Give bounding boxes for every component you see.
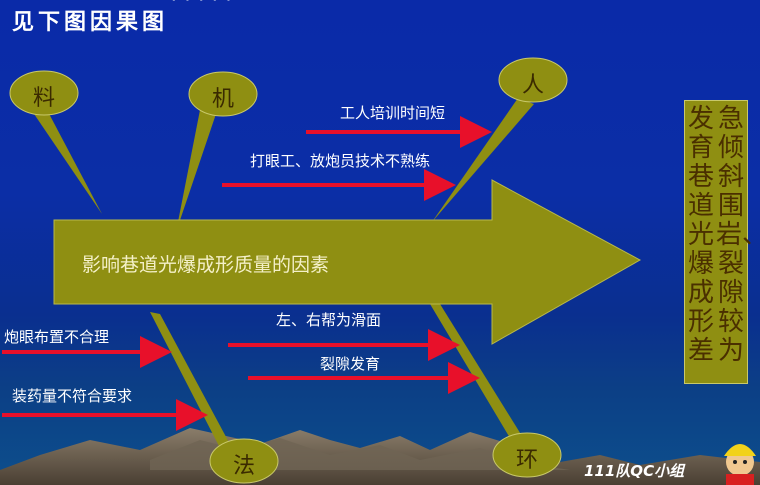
result-box: 急倾斜围岩、裂隙较为 发育巷道光爆成形差 xyxy=(684,100,760,384)
result-text-right: 急倾斜围岩、裂隙较为 xyxy=(716,104,760,366)
main-arrow-label: 影响巷道光爆成形质量的因素 xyxy=(82,254,330,276)
node-material: 料 xyxy=(33,86,56,111)
cause-env-2: 裂隙发育 xyxy=(320,355,381,373)
header-top-partial: ····· xyxy=(170,0,238,12)
node-person: 人 xyxy=(522,73,545,98)
node-method: 法 xyxy=(233,454,256,479)
worker-mascot-icon xyxy=(724,444,756,485)
node-person-oval xyxy=(498,57,568,103)
cause-person-1: 工人培训时间短 xyxy=(340,104,446,122)
cause-env-1: 左、右帮为滑面 xyxy=(276,311,382,329)
node-method-oval xyxy=(209,438,279,484)
node-environment: 环 xyxy=(516,448,539,473)
bone-person xyxy=(432,98,534,222)
page-title: 见下图因果图 xyxy=(12,9,169,35)
bone-material xyxy=(30,108,102,214)
node-material-oval xyxy=(9,70,79,116)
result-text-left: 发育巷道光爆成形差 xyxy=(687,104,714,366)
team-label: 111队QC小组 xyxy=(584,462,685,480)
cause-person-2: 打眼工、放炮员技术不熟练 xyxy=(250,152,431,170)
node-environment-oval xyxy=(492,432,562,478)
node-machine: 机 xyxy=(212,87,235,112)
cause-method-1: 炮眼布置不合理 xyxy=(4,328,110,346)
bone-machine xyxy=(176,108,218,232)
node-machine-oval xyxy=(188,71,258,117)
main-arrow xyxy=(53,179,642,345)
cause-method-2: 装药量不符合要求 xyxy=(12,387,133,405)
bone-method xyxy=(150,312,232,448)
